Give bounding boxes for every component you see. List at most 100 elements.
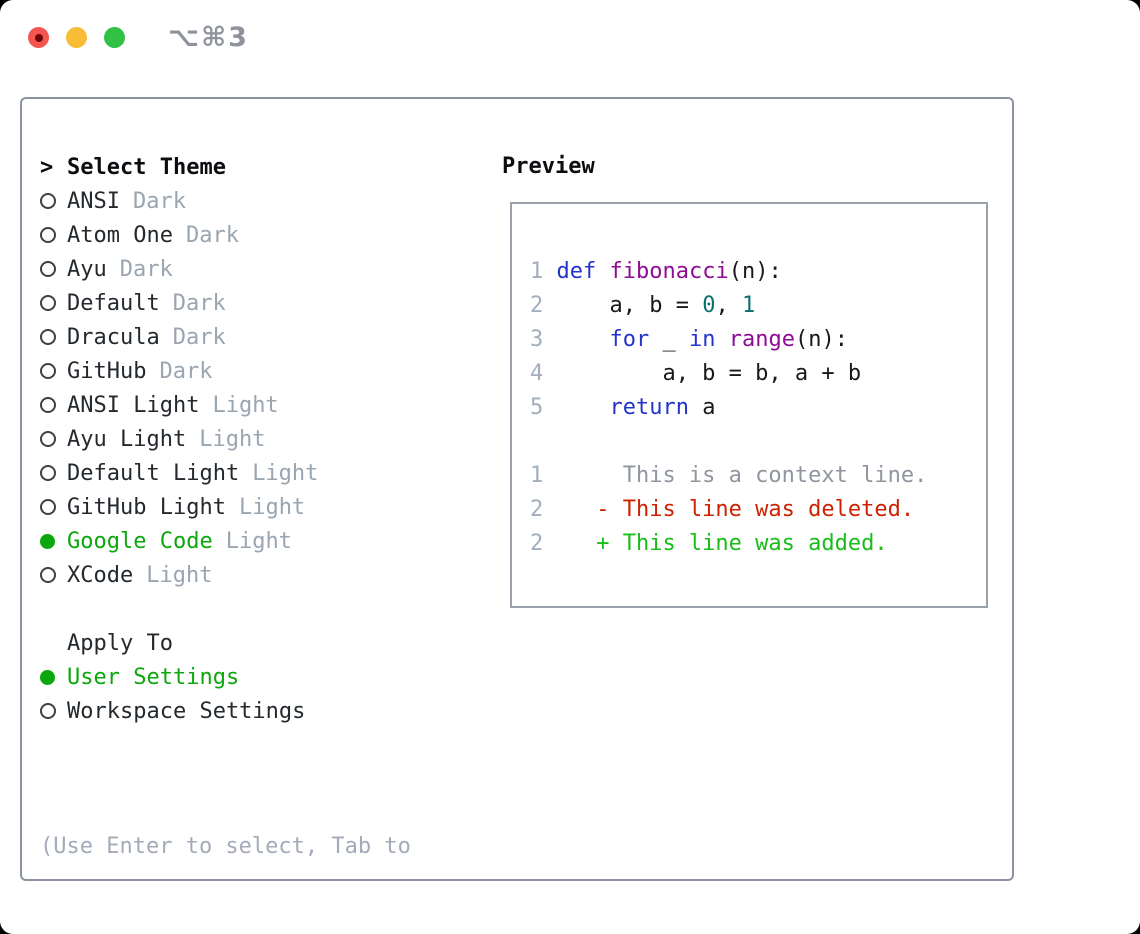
apply-to-workspace-settings[interactable]: Workspace Settings [40,694,411,728]
keyword-token: return [609,395,689,420]
radio-unselected-icon [40,193,67,209]
plain-token: (n): [728,259,782,284]
theme-picker-panel: > Select Theme ANSI Dark Atom One Dark A… [20,97,1014,881]
line-number: 1 [530,463,544,488]
plain-token: a [688,395,716,420]
theme-variant: Dark [159,358,213,384]
theme-variant: Light [212,392,279,418]
radio-unselected-icon [40,329,67,345]
close-dot-icon [34,33,43,42]
theme-variant: Dark [172,324,226,350]
theme-variant: Dark [119,256,173,282]
function-token: fibonacci [609,259,729,284]
keyword-token: in [688,327,716,352]
theme-item-dracula-dark[interactable]: Dracula Dark [40,320,411,354]
code-line-1: 1 def fibonacci(n): [530,255,986,289]
radio-unselected-icon [40,465,67,481]
select-theme-title: Select Theme [67,154,226,180]
cursor-chevron-icon: > [40,154,54,180]
theme-item-github-dark[interactable]: GitHub Dark [40,354,411,388]
theme-variant: Light [252,460,319,486]
keyword-token: def [556,259,597,284]
radio-selected-icon [40,533,67,549]
window-title: ⌥⌘3 [168,22,249,53]
radio-unselected-icon [40,363,67,379]
diff-added-line: 2 + This line was added. [530,527,986,561]
theme-variant: Dark [132,188,186,214]
theme-item-default-light[interactable]: Default Light Light [40,456,411,490]
theme-variant: Light [238,494,306,520]
apply-option-label: User Settings [67,664,240,690]
theme-variant: Light [146,562,213,588]
theme-item-default-dark[interactable]: Default Dark [40,286,411,320]
apply-to-section: Apply To User Settings Workspace Setting… [40,626,411,728]
radio-unselected-icon [40,397,67,413]
line-number: 4 [530,361,544,386]
theme-variant: Dark [185,222,239,248]
theme-item-ansi-light[interactable]: ANSI Light Light [40,388,411,422]
number-token: 0 [702,293,716,318]
radio-selected-icon [40,669,67,685]
help-text: (Use Enter to select, Tab to change focu… [40,762,411,934]
theme-item-xcode-light[interactable]: XCode Light [40,558,411,592]
line-number: 2 [530,293,544,318]
plain-token: a, b = b, a + b [556,361,862,386]
theme-name: Atom One [67,222,173,248]
code-line-4: 4 a, b = b, a + b [530,357,986,391]
line-number: 3 [530,327,544,352]
theme-name: Ayu Light [67,426,187,452]
theme-item-ayu-light[interactable]: Ayu Light Light [40,422,411,456]
code-line-2: 2 a, b = 0, 1 [530,289,986,323]
radio-unselected-icon [40,261,67,277]
apply-to-title: Apply To [67,630,173,656]
deleted-text: - This line was deleted. [556,497,915,522]
maximize-button[interactable] [104,27,125,48]
plain-token: (n): [794,327,848,352]
theme-name: Dracula [67,324,160,350]
plain-token [596,259,609,284]
theme-variant: Dark [172,290,226,316]
line-number: 1 [530,259,544,284]
plain-token: _ [649,327,689,352]
line-number: 5 [530,395,544,420]
plain-token [556,327,609,352]
close-button[interactable] [28,27,49,48]
help-line-1: (Use Enter to select, Tab to [40,834,411,859]
function-token: range [728,327,795,352]
apply-to-header: Apply To [40,626,411,660]
theme-name: Ayu [67,256,107,282]
theme-name: Default [67,290,160,316]
radio-unselected-icon [40,499,67,515]
left-column: > Select Theme ANSI Dark Atom One Dark A… [40,150,411,934]
theme-item-ayu-dark[interactable]: Ayu Dark [40,252,411,286]
theme-name-selected: Google Code [67,528,213,554]
theme-name: ANSI [67,188,120,214]
keyword-token: for [609,327,650,352]
radio-unselected-icon [40,703,67,719]
plain-token: , [715,293,742,318]
apply-to-user-settings[interactable]: User Settings [40,660,411,694]
theme-item-github-light[interactable]: GitHub Light Light [40,490,411,524]
code-line-5: 5 return a [530,391,986,425]
plain-token: a, b = [556,293,703,318]
theme-variant: Light [199,426,266,452]
diff-deleted-line: 2 - This line was deleted. [530,493,986,527]
blank-line [530,425,986,459]
plain-token [715,327,728,352]
theme-variant: Light [225,528,292,554]
number-token: 1 [741,293,756,318]
theme-item-atom-one-dark[interactable]: Atom One Dark [40,218,411,252]
theme-item-google-code-light[interactable]: Google Code Light [40,524,411,558]
theme-name: Default Light [67,460,240,486]
minimize-button[interactable] [66,27,87,48]
added-text: + This line was added. [556,531,888,556]
line-number: 2 [530,531,544,556]
theme-name: XCode [67,562,134,588]
line-number: 2 [530,497,544,522]
theme-name: GitHub Light [67,494,226,520]
theme-item-ansi-dark[interactable]: ANSI Dark [40,184,411,218]
code-line-3: 3 for _ in range(n): [530,323,986,357]
